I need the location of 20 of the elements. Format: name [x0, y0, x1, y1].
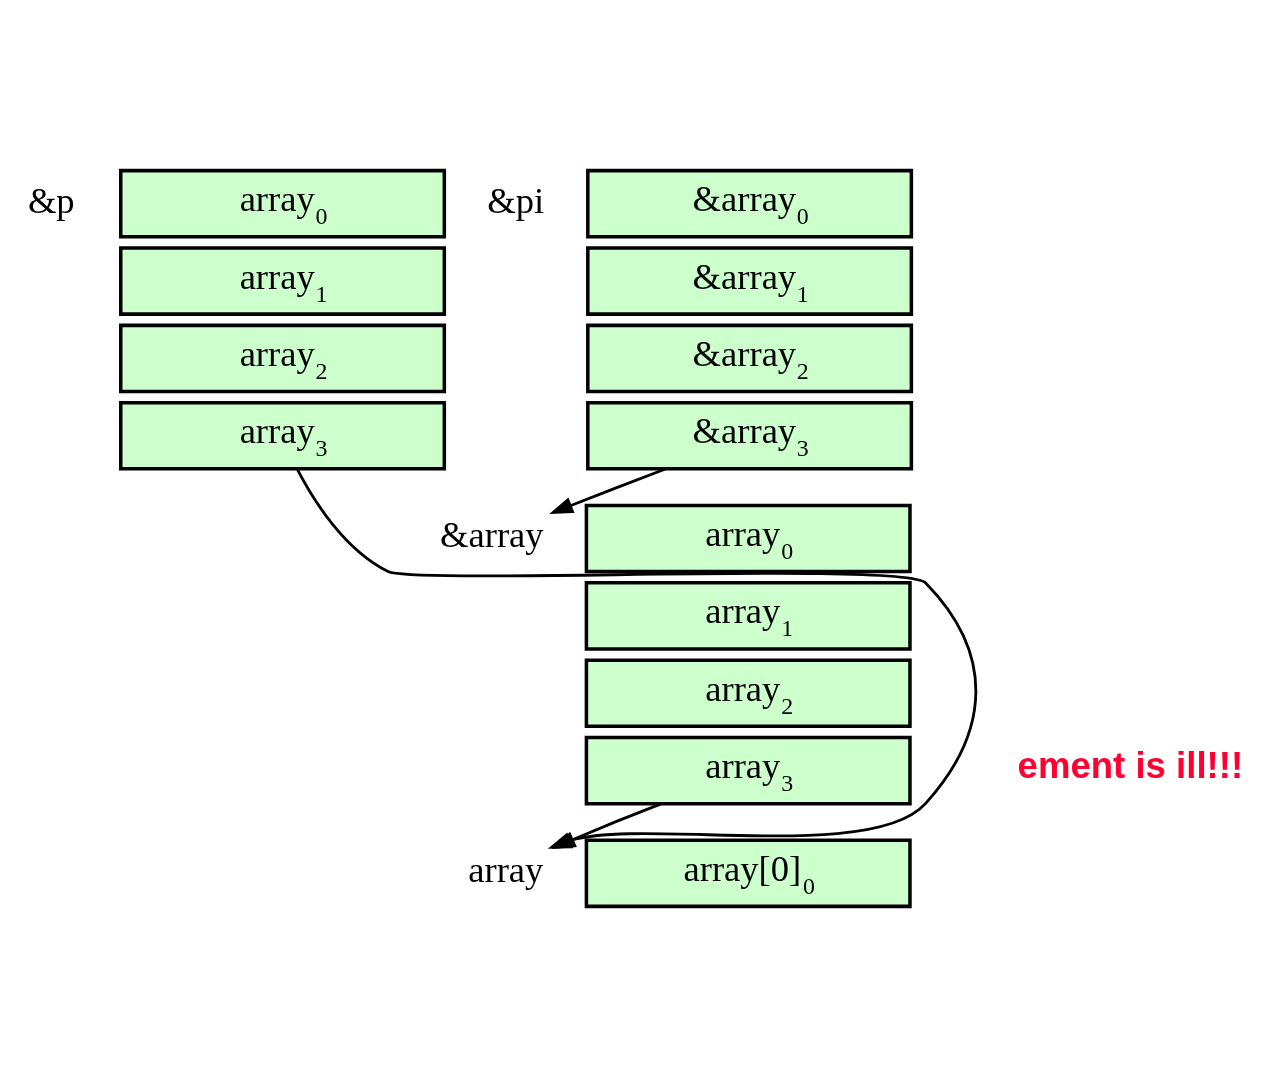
node-box: array$_{1}$	[119, 245, 447, 316]
node-box: &array$_{2}$	[586, 323, 914, 393]
node-box: &array$_{0}$	[586, 168, 914, 238]
node-box: array$_{2}$	[119, 323, 447, 393]
node-box: &array$_{1}$	[586, 245, 914, 316]
node-box: array$_{2}$	[584, 657, 912, 728]
arrow	[549, 467, 666, 514]
node-box: &array$_{3}$	[586, 400, 914, 471]
arrow	[551, 802, 662, 849]
node-box: array$_{0}$	[119, 168, 447, 238]
label: ement is ill!!!	[1017, 744, 1244, 786]
node-text: &p	[27, 179, 75, 221]
node-box: array$_{1}$	[584, 580, 912, 651]
node-text: &pi	[487, 179, 545, 221]
node-box: array[0]$_{0}$	[584, 838, 912, 908]
node-text: &array	[440, 513, 544, 555]
node-text: array	[468, 848, 544, 890]
node-box: array$_{3}$	[584, 735, 912, 805]
node-box: array$_{0}$	[584, 503, 912, 573]
node-box: array$_{3}$	[119, 400, 447, 471]
